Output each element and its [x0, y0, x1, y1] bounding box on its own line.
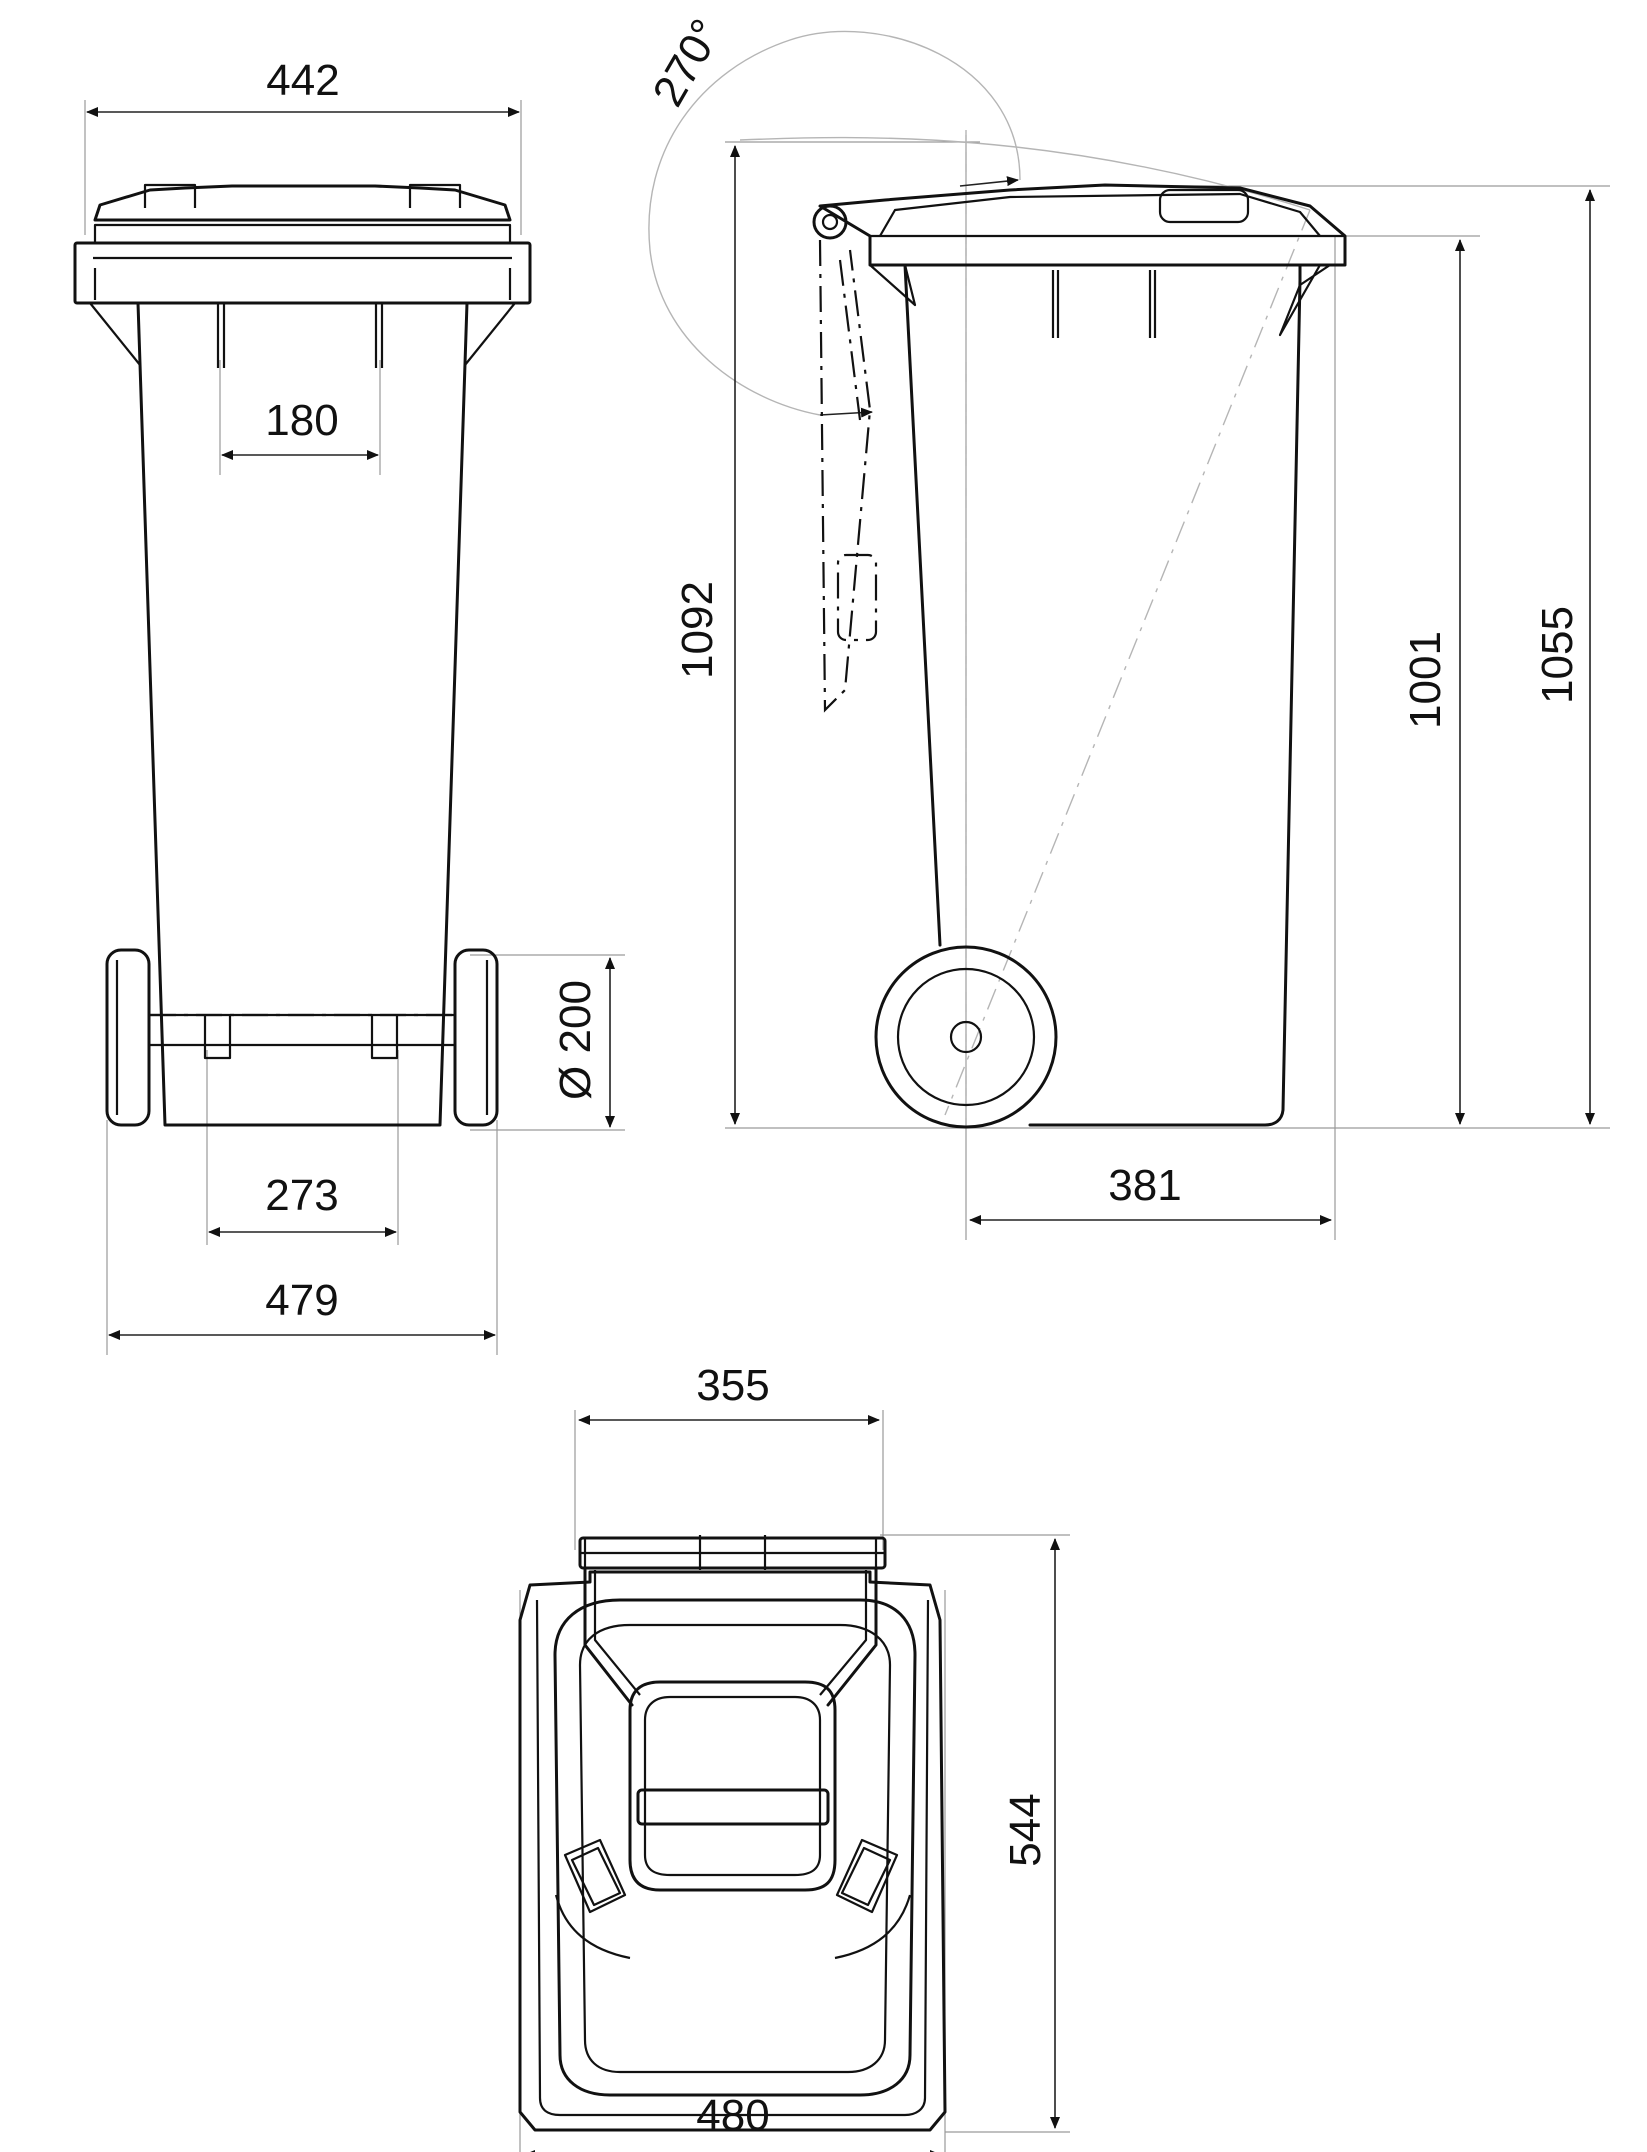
top-label-slot	[636, 1788, 830, 1826]
top-inner-well	[553, 1598, 917, 2097]
dim-top-overall-depth: 544	[1001, 1793, 1050, 1866]
front-lid-top	[93, 184, 512, 222]
dim-lid-open-angle: 270°	[643, 11, 731, 114]
dim-wheel-diameter: Ø 200	[551, 980, 600, 1100]
dim-front-wheel-spacing: 273	[265, 1171, 338, 1220]
dim-side-depth: 381	[1108, 1161, 1181, 1210]
top-left-wheel-pocket	[563, 1838, 627, 1914]
front-right-wheel	[453, 948, 499, 1127]
top-view: 355 544 480	[518, 1361, 1070, 2152]
front-view: 442 180 273 479 Ø 200	[73, 56, 625, 1355]
dim-front-handle-spacing: 180	[265, 396, 338, 445]
side-body	[903, 263, 942, 947]
front-left-wheel	[105, 948, 151, 1127]
dim-side-open-height: 1092	[673, 581, 722, 679]
front-lid-rim	[73, 241, 532, 305]
top-center-plate	[628, 1680, 837, 1892]
dim-top-handle-width: 355	[696, 1361, 769, 1410]
dim-front-overall-width: 479	[265, 1276, 338, 1325]
top-right-wheel-pocket	[835, 1838, 899, 1914]
dim-side-overall-height: 1055	[1533, 606, 1582, 704]
side-lid	[818, 183, 1347, 267]
side-wheel	[874, 945, 1058, 1129]
front-body	[136, 301, 469, 1127]
side-open-lid	[818, 239, 872, 713]
dim-top-overall-width: 480	[696, 2091, 769, 2140]
top-outer-rim	[518, 1570, 947, 2132]
dim-front-lid-width: 442	[266, 56, 339, 105]
dim-side-body-height: 1001	[1401, 631, 1450, 729]
lid-swing-arc	[648, 30, 1021, 416]
side-view: 270° 1092 1001 1055 381	[643, 11, 1610, 1240]
